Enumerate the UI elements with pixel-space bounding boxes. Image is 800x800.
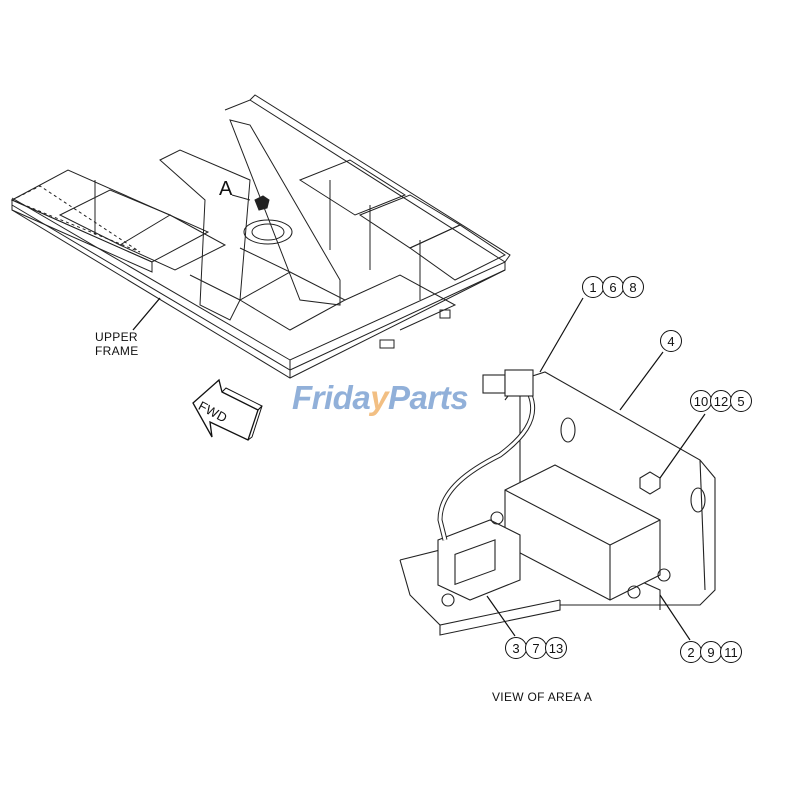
balloon: 9 [700, 641, 722, 663]
balloon-group-bolt: 10 12 5 [690, 390, 752, 412]
balloon-group-controller: 2 9 11 [680, 641, 742, 663]
balloon: 2 [680, 641, 702, 663]
balloon: 10 [690, 390, 712, 412]
balloon-group-sensor: 3 7 13 [505, 637, 567, 659]
balloon: 1 [582, 276, 604, 298]
view-title: VIEW OF AREA A [492, 690, 593, 704]
balloon: 5 [730, 390, 752, 412]
balloon: 8 [622, 276, 644, 298]
balloon: 11 [720, 641, 742, 663]
bracket-drawing [399, 369, 716, 636]
balloon: 3 [505, 637, 527, 659]
watermark-accent: y [370, 379, 389, 416]
balloon: 6 [602, 276, 624, 298]
balloon: 4 [660, 330, 682, 352]
upper-frame-label: UPPER FRAME [95, 330, 139, 358]
area-a-callout: A [219, 178, 233, 200]
watermark-text-2: Parts [388, 379, 469, 416]
balloon: 13 [545, 637, 567, 659]
balloon-group-connector: 1 6 8 [582, 276, 644, 298]
upper-frame-leader [132, 297, 161, 331]
balloon-group-bracket: 4 [660, 330, 682, 352]
upper-frame-label-line2: FRAME [95, 344, 139, 358]
balloon-leaders [486, 297, 706, 641]
upper-frame-label-line1: UPPER [95, 330, 138, 344]
upper-frame-drawing [10, 94, 511, 379]
balloon: 12 [710, 390, 732, 412]
watermark-text-1: Frida [292, 379, 371, 416]
fwd-arrow-icon [192, 378, 263, 441]
watermark-logo: FridayParts [292, 379, 469, 417]
balloon: 7 [525, 637, 547, 659]
